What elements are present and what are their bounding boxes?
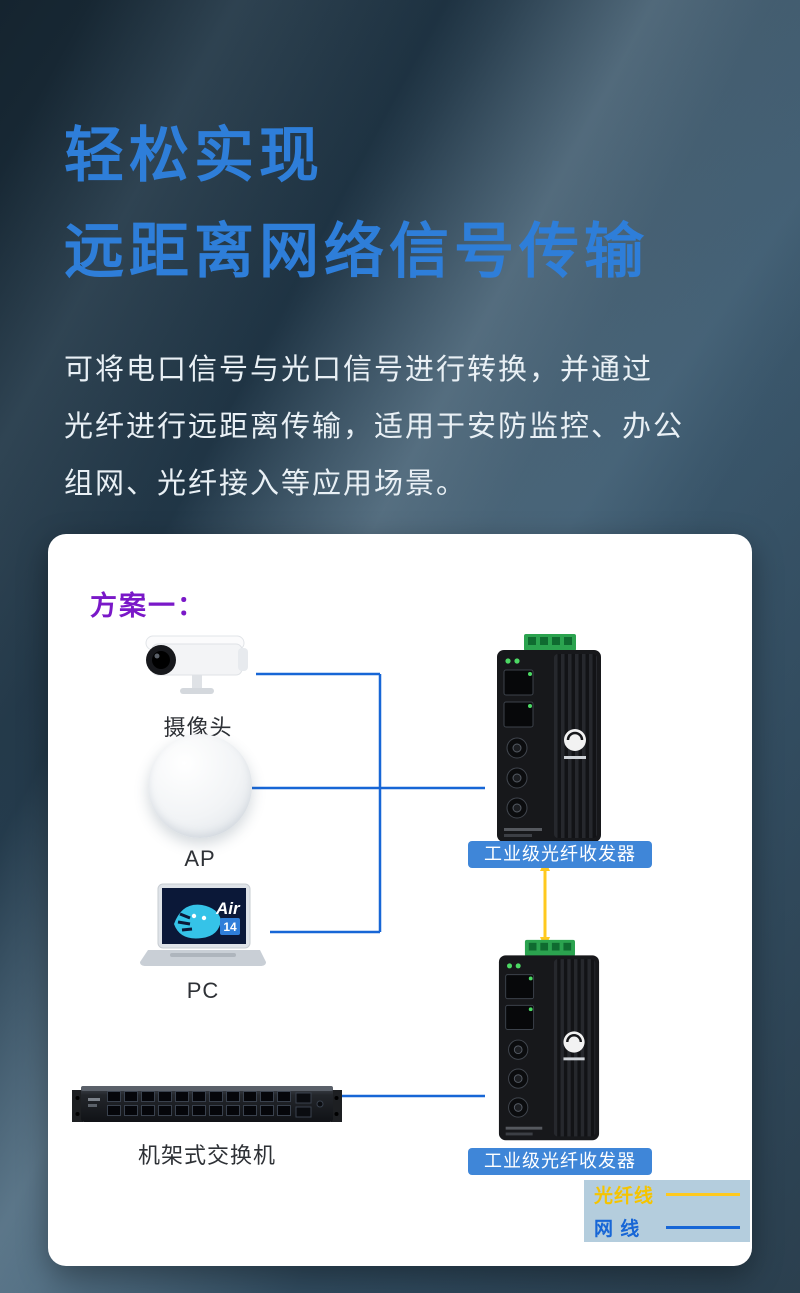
- legend: 光纤线 网 线: [584, 1180, 750, 1242]
- hero-description: 可将电口信号与光口信号进行转换，并通过 光纤进行远距离传输，适用于安防监控、办公…: [64, 342, 744, 513]
- headline-line-1: 轻松实现: [64, 122, 324, 189]
- transceiver-top-badge: 工业级光纤收发器: [468, 841, 652, 868]
- network-line-sample: [666, 1226, 740, 1229]
- pc-label: PC: [186, 978, 220, 1003]
- switch-device: [72, 1076, 342, 1130]
- legend-fiber-label: 光纤线: [594, 1186, 655, 1207]
- fiber-line-sample: [666, 1193, 740, 1196]
- legend-network-label: 网 线: [594, 1219, 641, 1240]
- switch-label: 机架式交换机: [137, 1143, 276, 1168]
- page-title: 轻松实现 远距离网络信号传输: [64, 108, 744, 300]
- camera-device: [140, 628, 256, 706]
- description-line-1: 可将电口信号与光口信号进行转换，并通过: [64, 354, 654, 386]
- laptop-screen-model: 14: [223, 920, 237, 934]
- scheme-title: 方案一：: [90, 591, 206, 621]
- headline-line-2: 远距离网络信号传输: [64, 218, 649, 285]
- legend-row-network: 网 线: [594, 1214, 740, 1241]
- laptop-screen-brand: Air: [215, 899, 241, 918]
- transceiver-top-device: [484, 632, 614, 848]
- ap-label: AP: [184, 846, 216, 871]
- ap-device: [148, 734, 252, 838]
- transceiver-bottom-device: [484, 938, 614, 1146]
- hero-section: 轻松实现 远距离网络信号传输 可将电口信号与光口信号进行转换，并通过 光纤进行远…: [64, 108, 744, 513]
- legend-row-fiber: 光纤线: [594, 1181, 740, 1208]
- description-line-3: 组网、光纤接入等应用场景。: [64, 468, 468, 500]
- solution-card: 方案一： 摄像头: [48, 534, 752, 1266]
- transceiver-bottom-badge: 工业级光纤收发器: [468, 1148, 652, 1175]
- description-line-2: 光纤进行远距离传输，适用于安防监控、办公: [64, 411, 685, 443]
- pc-device: Air 14: [136, 882, 270, 974]
